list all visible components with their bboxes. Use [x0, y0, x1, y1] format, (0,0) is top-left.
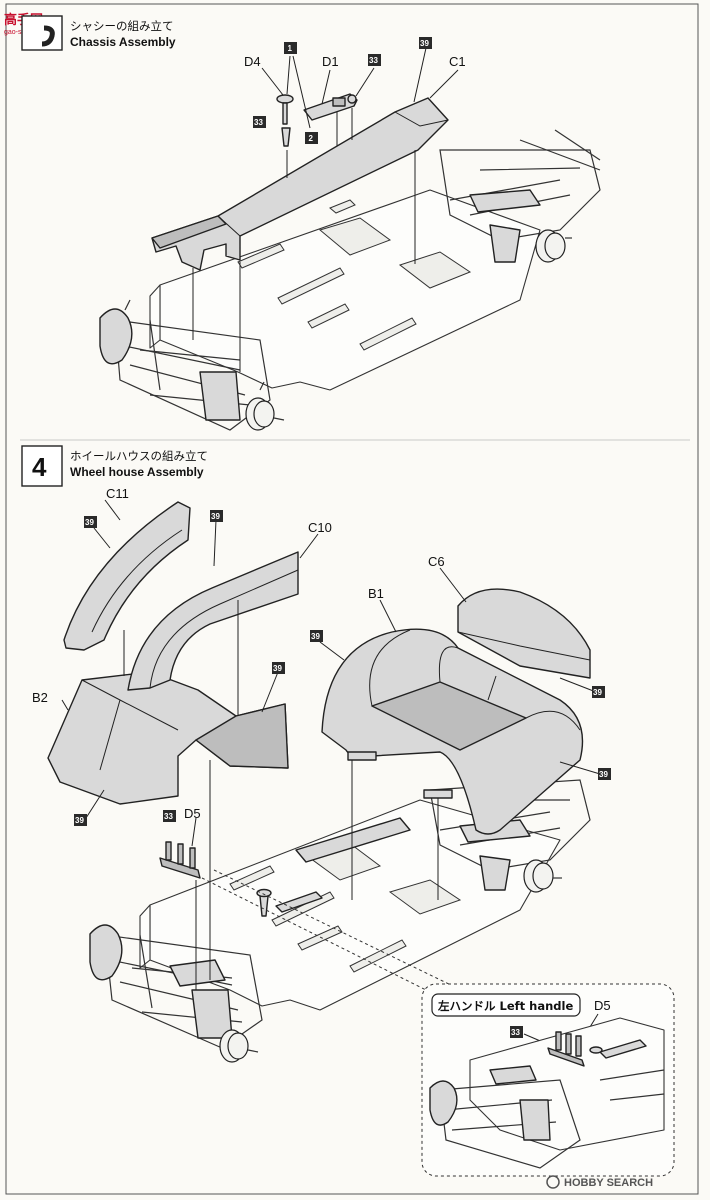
step3-title-en: Chassis Assembly — [70, 35, 176, 49]
part-c10 — [127, 551, 299, 691]
page-border — [5, 3, 699, 1195]
svg-text:39: 39 — [273, 664, 282, 673]
svg-text:39: 39 — [599, 770, 608, 779]
ref-39-b1b: 39 — [598, 768, 611, 780]
inset-label-d5: D5 — [594, 998, 611, 1013]
svg-text:33: 33 — [254, 118, 263, 127]
step3-number-glyph — [41, 25, 55, 47]
part-pedal — [281, 127, 291, 147]
label-b1: B1 — [368, 586, 384, 601]
step4-title-jp: ホイールハウスの組み立て — [70, 449, 208, 463]
svg-text:39: 39 — [211, 512, 220, 521]
inset-left-handle: 左ハンドル Left handle D5 33 — [421, 983, 675, 1177]
inset-label-pill — [431, 993, 581, 1017]
svg-text:2: 2 — [309, 134, 314, 143]
part-c6 — [457, 588, 591, 679]
label-d1: D1 — [322, 54, 339, 69]
ref-39-c6: 39 — [592, 686, 605, 698]
step3-title-jp: シャシーの組み立て — [70, 19, 174, 33]
label-d5: D5 — [184, 806, 201, 821]
svg-text:39: 39 — [85, 518, 94, 527]
part-b1 — [321, 628, 584, 835]
ref-39-c10: 39 — [210, 510, 223, 522]
step4-title-en: Wheel house Assembly — [70, 465, 204, 479]
step4-section: 4 ホイールハウスの組み立て Wheel house Assembly — [21, 445, 611, 1063]
chassis-frame-3 — [99, 129, 601, 431]
callout-1: 1 — [284, 42, 297, 54]
svg-text:39: 39 — [311, 632, 320, 641]
label-d4: D4 — [244, 54, 261, 69]
ref-39-b1: 39 — [310, 630, 323, 642]
step3-section: シャシーの組み立て Chassis Assembly — [21, 15, 601, 431]
svg-text:33: 33 — [369, 56, 378, 65]
svg-text:33: 33 — [511, 1028, 520, 1037]
svg-text:39: 39 — [593, 688, 602, 697]
label-c11: C11 — [106, 486, 129, 501]
footer-brand-text: HOBBY SEARCH — [564, 1177, 653, 1189]
inset-label: 左ハンドル Left handle — [437, 999, 573, 1013]
ref-39-c1: 39 — [419, 37, 432, 49]
ref-33-b: 33 — [253, 116, 266, 128]
label-c1: C1 — [449, 54, 466, 69]
label-c10: C10 — [308, 520, 332, 535]
guides-3 — [192, 47, 459, 372]
footer-brand: HOBBY SEARCH — [546, 1175, 653, 1189]
inset-ref-33: 33 — [510, 1026, 523, 1038]
part-d5 — [159, 841, 201, 879]
ref-39-c11: 39 — [84, 516, 97, 528]
part-d4 — [276, 94, 294, 125]
callout-2: 2 — [305, 132, 318, 144]
ref-39-b2a: 39 — [272, 662, 285, 674]
label-c6: C6 — [428, 554, 445, 569]
svg-text:1: 1 — [288, 44, 293, 53]
part-d1 — [303, 93, 358, 121]
part-c11 — [63, 501, 191, 651]
step4-number: 4 — [32, 452, 47, 482]
svg-text:39: 39 — [75, 816, 84, 825]
svg-text:39: 39 — [420, 39, 429, 48]
part-c1 — [151, 97, 449, 271]
label-b2: B2 — [32, 690, 48, 705]
ref-39-b2b: 39 — [74, 814, 87, 826]
ref-33-a: 33 — [368, 54, 381, 66]
svg-text:33: 33 — [164, 812, 173, 821]
part-b2 — [47, 671, 289, 805]
step4-number-box — [21, 445, 63, 487]
ref-33-d5: 33 — [163, 810, 176, 822]
